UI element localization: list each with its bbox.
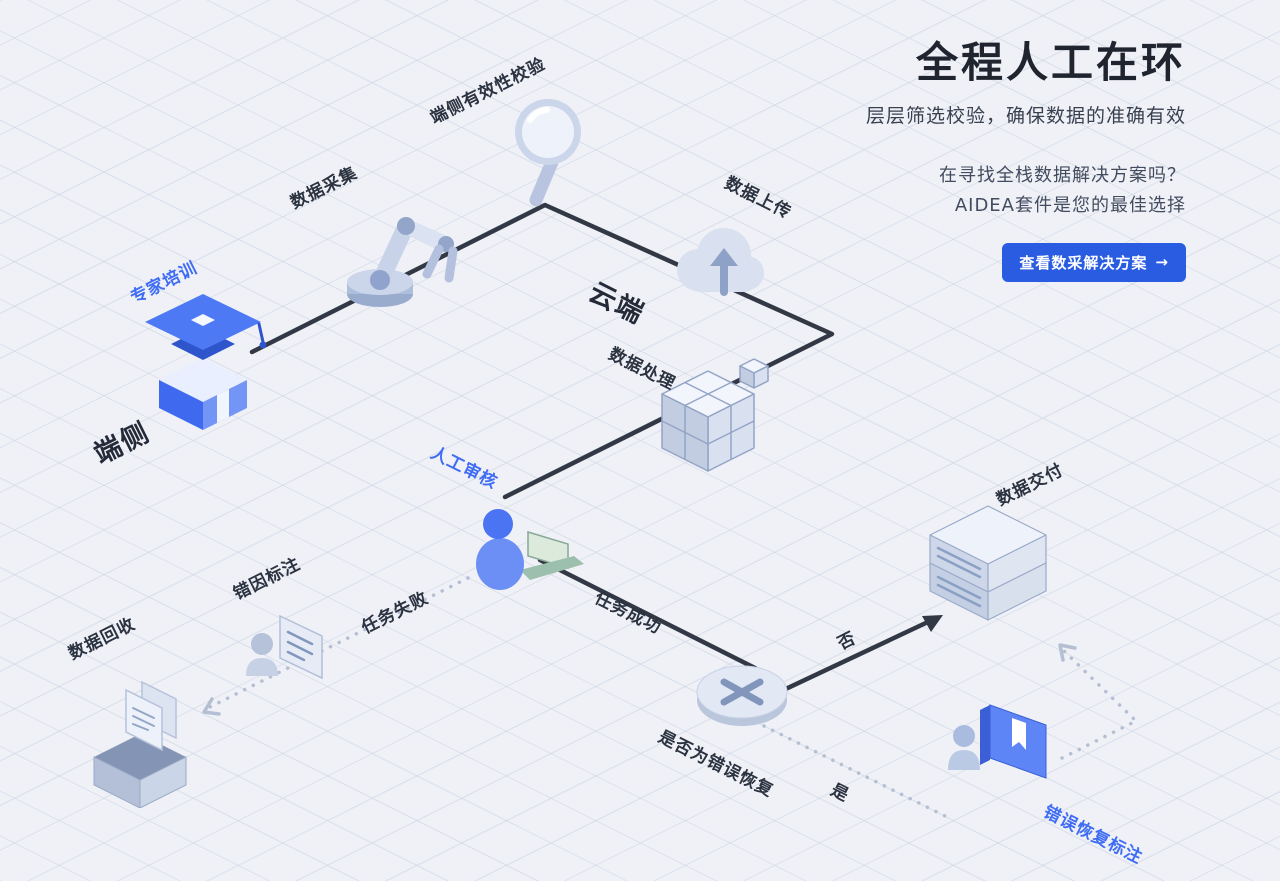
cloud-upload-icon: [662, 208, 767, 312]
person-laptop-icon: [462, 492, 587, 601]
person-document-icon: [240, 598, 340, 702]
label-human-review: 人工审核: [427, 443, 501, 494]
page-subtitle: 层层筛选校验，确保数据的准确有效: [865, 105, 1186, 128]
recovery-return-dotted-line: [1060, 648, 1138, 760]
pitch-line-1: 在寻找全栈数据解决方案吗？: [939, 165, 1186, 187]
label-data-recycle: 数据回收: [65, 614, 139, 665]
box-papers-icon: [78, 678, 208, 812]
delivery-arrowhead-icon: [1058, 643, 1077, 662]
label-task-failed: 任务失败: [358, 588, 432, 639]
label-data-processing: 数据处理: [605, 344, 679, 395]
label-error-cause-annotation: 错因标注: [230, 554, 304, 605]
cta-label: 查看数采解决方案: [1019, 253, 1148, 272]
decision-x-icon: [692, 640, 792, 754]
label-task-success: 任务成功: [591, 588, 665, 639]
view-solution-button[interactable]: 查看数采解决方案 →: [1002, 242, 1186, 282]
label-branch-yes: 是: [827, 780, 853, 807]
pitch-text: 在寻找全栈数据解决方案吗？ AIDEA套件是您的最佳选择: [866, 161, 1186, 220]
label-branch-no: 否: [834, 628, 860, 655]
magnifier-icon: [500, 92, 595, 214]
graduation-cap-icon: [135, 280, 270, 434]
person-book-icon: [942, 678, 1067, 807]
pitch-line-2: AIDEA套件是您的最佳选择: [954, 194, 1186, 216]
server-icon: [922, 492, 1057, 646]
arrow-right-icon: →: [1155, 253, 1169, 272]
label-error-recovery-annotation: 错误恢复标注: [1040, 802, 1146, 869]
page-title: 全程人工在环: [915, 38, 1186, 87]
label-zone-cloud: 云端: [583, 276, 650, 331]
robot-arm-icon: [322, 182, 472, 316]
cube-blocks-icon: [650, 355, 770, 477]
header: 全程人工在环 层层筛选校验，确保数据的准确有效 在寻找全栈数据解决方案吗？ AI…: [865, 38, 1186, 282]
